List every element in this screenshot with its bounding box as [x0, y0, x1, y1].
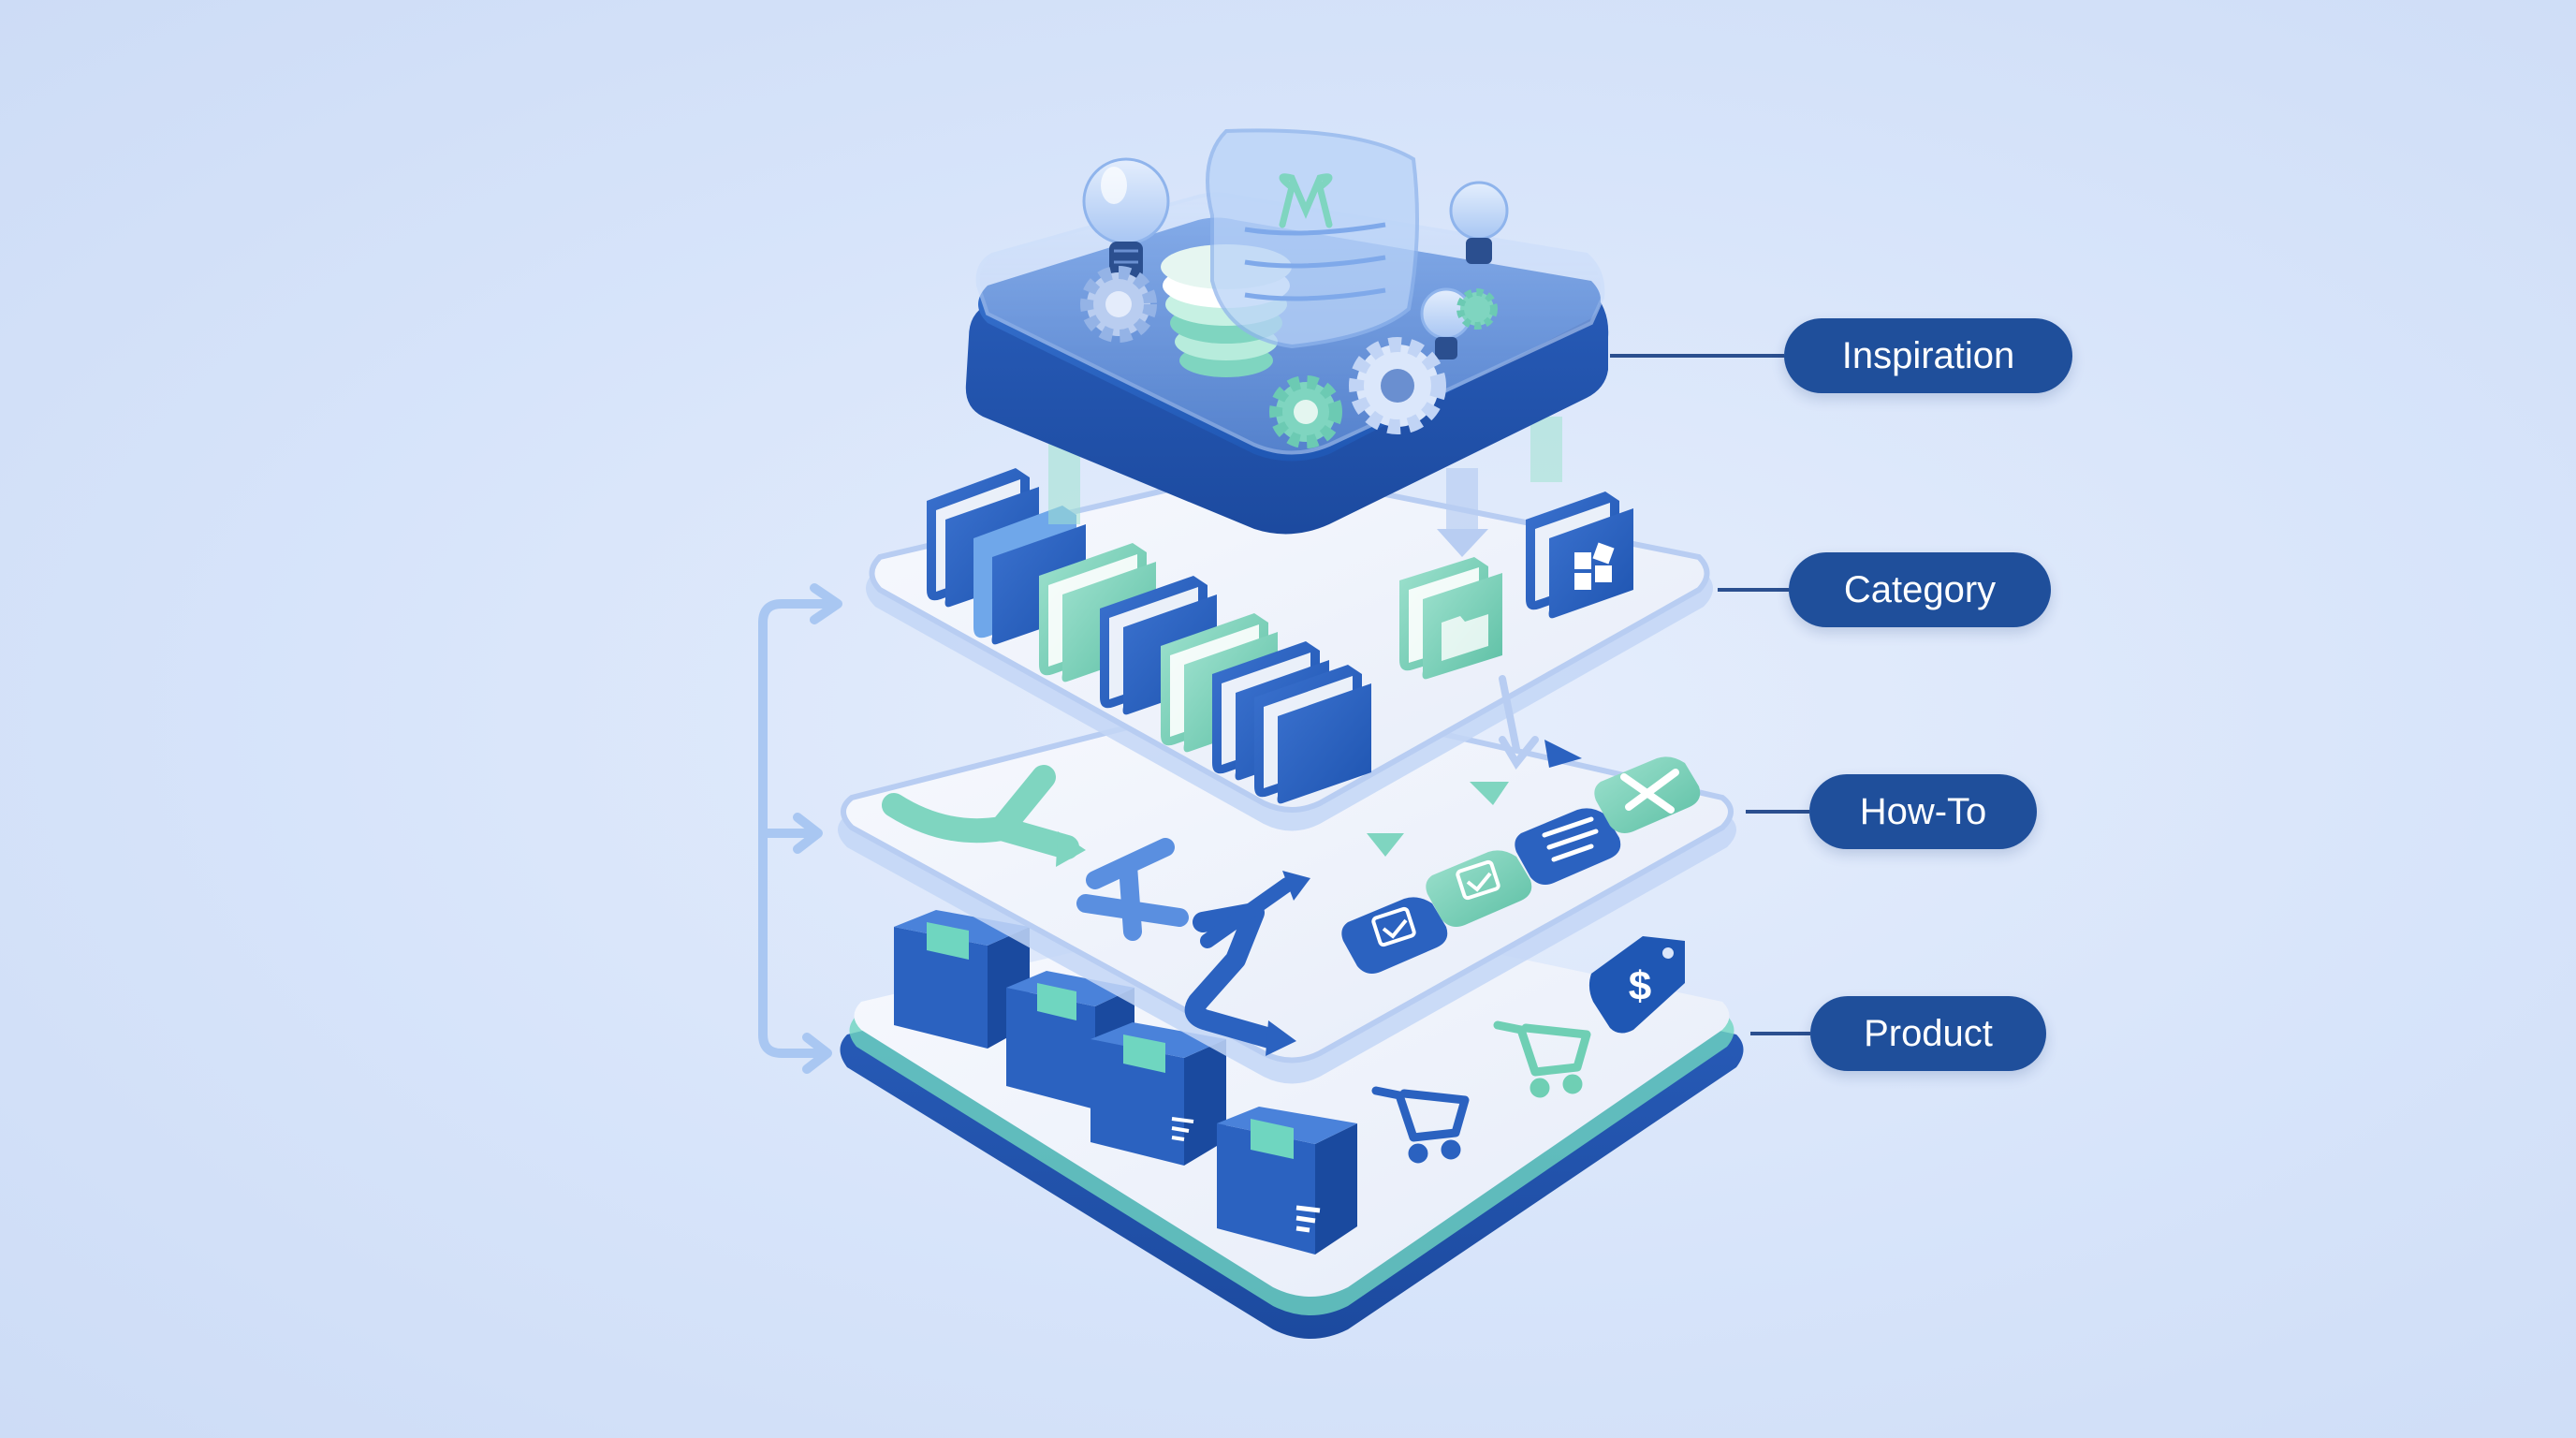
inspiration-label: Inspiration — [1784, 318, 2072, 393]
arrow-icon — [1200, 877, 1295, 948]
product-layer: $ — [840, 907, 1744, 1339]
tools-icon — [1594, 756, 1701, 833]
box-icon — [1090, 1022, 1226, 1166]
checklist-icon — [1426, 850, 1532, 927]
gear-icon — [1456, 288, 1498, 330]
arrow-icon — [1544, 740, 1582, 768]
product-label: Product — [1810, 996, 2046, 1071]
category-layer — [866, 467, 1713, 831]
arrow-icon — [882, 765, 1079, 859]
gear-icon — [1269, 375, 1342, 448]
gear-icon — [1080, 266, 1157, 343]
lightbulb-icon — [1082, 157, 1170, 279]
arrow-icon — [1282, 871, 1310, 901]
arrow-icon — [1056, 831, 1086, 867]
box-icon — [1006, 971, 1134, 1109]
gear-icon — [1349, 337, 1446, 434]
folder-icon — [1526, 492, 1633, 619]
box-icon — [1217, 1107, 1357, 1255]
lightbulb-icon — [1161, 128, 1419, 377]
cart-icon — [1493, 1020, 1591, 1098]
arrow-icon — [1499, 675, 1539, 770]
checklist-icon — [1515, 808, 1621, 885]
arrow-icon — [1470, 782, 1509, 805]
svg-text:$: $ — [1629, 963, 1651, 1009]
arrow-icon — [1076, 838, 1189, 941]
checklist-icon — [1341, 897, 1448, 974]
arrow-icon — [1367, 833, 1404, 857]
cart-icon — [1371, 1086, 1470, 1164]
category-label: Category — [1789, 552, 2051, 627]
arrow-icon — [1266, 1020, 1296, 1056]
price-tag-icon: $ — [1588, 936, 1685, 1034]
inspiration-layer — [965, 128, 1609, 557]
label-connectors — [1610, 354, 1810, 1035]
feedback-arrow-icon — [758, 583, 842, 1074]
folder-icon — [1254, 665, 1371, 804]
howto-label: How-To — [1809, 774, 2037, 849]
folder-icon — [1399, 557, 1502, 680]
lightbulb-icon — [1449, 181, 1509, 264]
howto-layer — [838, 692, 1736, 1084]
